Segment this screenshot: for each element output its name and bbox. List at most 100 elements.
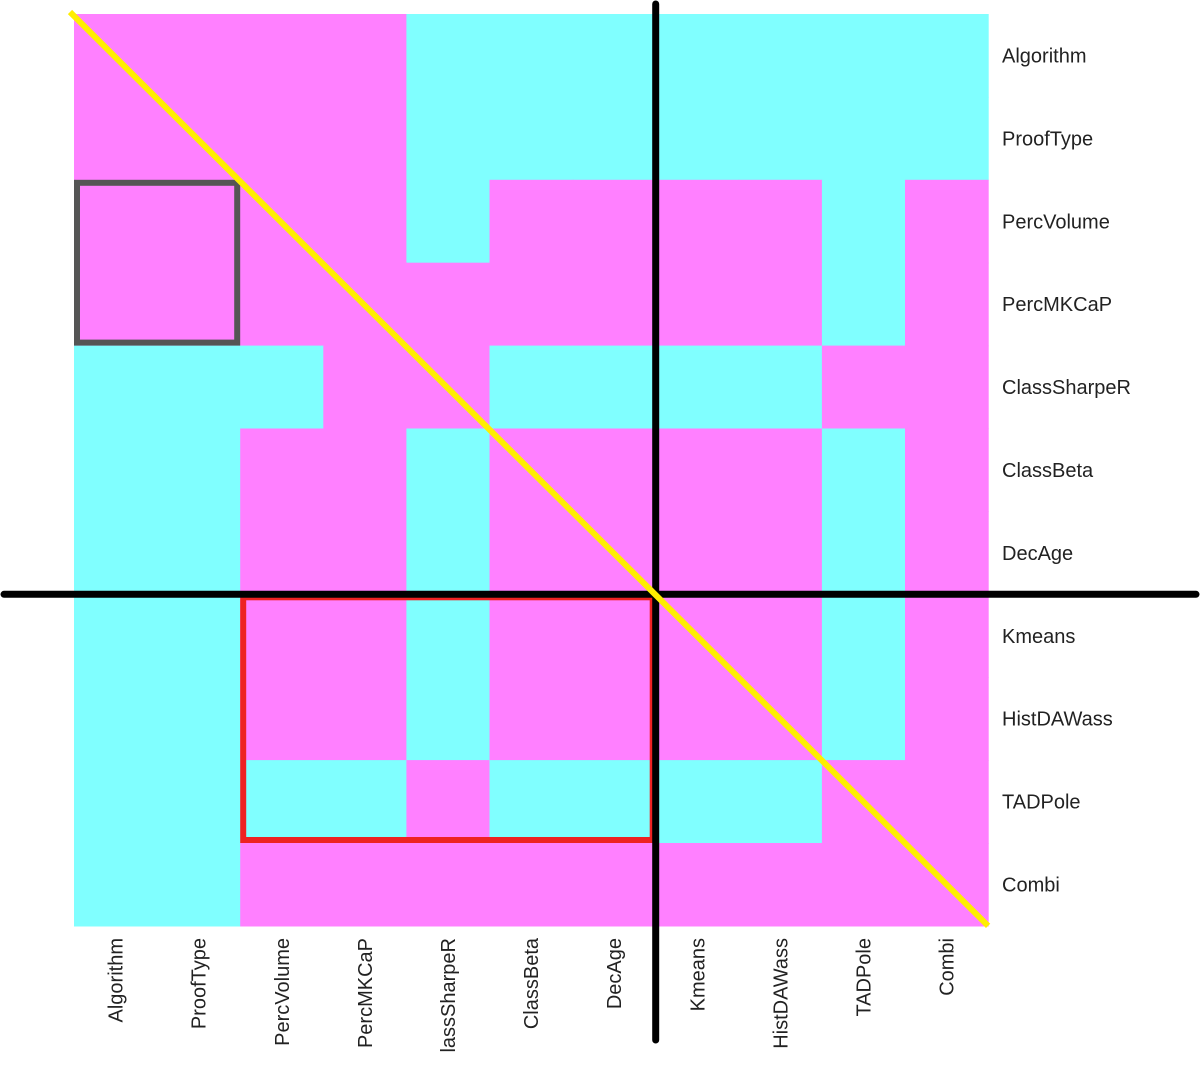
heatmap-cell xyxy=(489,262,574,347)
heatmap-cell xyxy=(655,511,740,595)
heatmap-cell xyxy=(905,428,989,512)
heatmap-cell xyxy=(572,14,657,98)
heatmap-cell xyxy=(489,760,574,844)
heatmap-cell xyxy=(323,594,407,678)
heatmap-cell xyxy=(323,511,407,595)
heatmap-cell xyxy=(905,262,989,347)
heatmap-cell xyxy=(406,677,491,761)
heatmap-cell xyxy=(240,428,324,512)
heatmap-cell xyxy=(157,594,241,678)
column-label: ProofType xyxy=(189,938,211,1029)
diagonal-line xyxy=(67,9,991,929)
heatmap-cell xyxy=(323,179,407,264)
heatmap-cell xyxy=(821,677,906,761)
heatmap-cell xyxy=(489,677,574,761)
heatmap-cell xyxy=(323,428,407,512)
heatmap-cell xyxy=(240,345,324,430)
heatmap-cell xyxy=(74,760,158,844)
heatmap-cell xyxy=(157,760,241,844)
heatmap-cell xyxy=(157,511,241,595)
heatmap-cell xyxy=(572,677,657,761)
row-label: Kmeans xyxy=(1002,626,1075,648)
heatmap-cell xyxy=(821,428,906,512)
heatmap-cell xyxy=(738,843,823,927)
heatmap-cell xyxy=(821,594,906,678)
column-label: Kmeans xyxy=(687,938,709,1011)
heatmap-cell xyxy=(489,14,574,98)
heatmap-cell xyxy=(738,428,823,512)
heatmap-cell xyxy=(738,14,823,98)
heatmap-cell xyxy=(572,594,657,678)
heatmap-cell xyxy=(406,428,491,512)
heatmap-cell xyxy=(157,14,241,98)
heatmap-cell xyxy=(240,14,324,98)
heatmap-cell xyxy=(74,179,158,264)
row-label: TADPole xyxy=(1002,792,1081,814)
heatmap-cell xyxy=(738,345,823,430)
heatmap-cell xyxy=(406,96,491,181)
heatmap-cell xyxy=(240,262,324,347)
heatmap-cell xyxy=(406,760,491,844)
heatmap-cell xyxy=(821,14,906,98)
row-label: DecAge xyxy=(1002,543,1073,565)
row-label: ProofType xyxy=(1002,128,1093,150)
heatmap-cell xyxy=(323,760,407,844)
heatmap-cell xyxy=(74,594,158,678)
heatmap-cell xyxy=(655,96,740,181)
heatmap-cell xyxy=(738,96,823,181)
heatmap-cell xyxy=(905,511,989,595)
column-label: HistDAWass xyxy=(770,938,792,1049)
heatmap-cell xyxy=(323,843,407,927)
heatmap-cell xyxy=(406,511,491,595)
column-label: TADPole xyxy=(853,938,875,1017)
heatmap-cell xyxy=(240,594,324,678)
row-label: ClassSharpeR xyxy=(1002,377,1131,399)
heatmap-cell xyxy=(655,843,740,927)
heatmap-cell xyxy=(240,677,324,761)
heatmap-cell xyxy=(905,14,989,98)
heatmap-cell xyxy=(905,179,989,264)
heatmap-cell xyxy=(157,428,241,512)
heatmap-cell xyxy=(489,179,574,264)
heatmap-cell xyxy=(240,843,324,927)
heatmap-cell xyxy=(738,179,823,264)
heatmap-cell xyxy=(406,14,491,98)
heatmap-cell xyxy=(821,179,906,264)
heatmap-cell xyxy=(323,14,407,98)
row-label: PercVolume xyxy=(1002,211,1110,233)
heatmap-cell xyxy=(821,96,906,181)
heatmap-cell xyxy=(74,511,158,595)
heatmap-cell xyxy=(655,262,740,347)
heatmap-cell xyxy=(905,345,989,430)
heatmap-cell xyxy=(74,843,158,927)
heatmap-cell xyxy=(489,96,574,181)
heatmap-cell xyxy=(74,262,158,347)
row-label: ClassBeta xyxy=(1002,460,1094,482)
heatmap-cell xyxy=(157,345,241,430)
heatmap-cell xyxy=(489,843,574,927)
column-label: Combi xyxy=(937,938,959,996)
heatmap-cell xyxy=(406,262,491,347)
heatmap-cell xyxy=(738,594,823,678)
heatmap-cell xyxy=(323,677,407,761)
heatmap-cell xyxy=(157,262,241,347)
heatmap-cell xyxy=(655,179,740,264)
heatmap-cell xyxy=(738,511,823,595)
column-label: ClassBeta xyxy=(521,937,543,1029)
heatmap-cell xyxy=(74,96,158,181)
heatmap-cell xyxy=(572,843,657,927)
column-label: lassSharpeR xyxy=(438,938,460,1053)
heatmap-cell xyxy=(74,345,158,430)
heatmap-cell xyxy=(489,511,574,595)
heatmap-cell xyxy=(821,511,906,595)
row-label: HistDAWass xyxy=(1002,709,1113,731)
heatmap-cell xyxy=(905,96,989,181)
column-label: PercVolume xyxy=(272,938,294,1046)
heatmap-cell xyxy=(406,843,491,927)
heatmap-cell xyxy=(323,345,407,430)
heatmap-cell xyxy=(655,345,740,430)
heatmap-cell xyxy=(157,843,241,927)
heatmap-cell xyxy=(655,760,740,844)
row-label: Algorithm xyxy=(1002,45,1086,67)
